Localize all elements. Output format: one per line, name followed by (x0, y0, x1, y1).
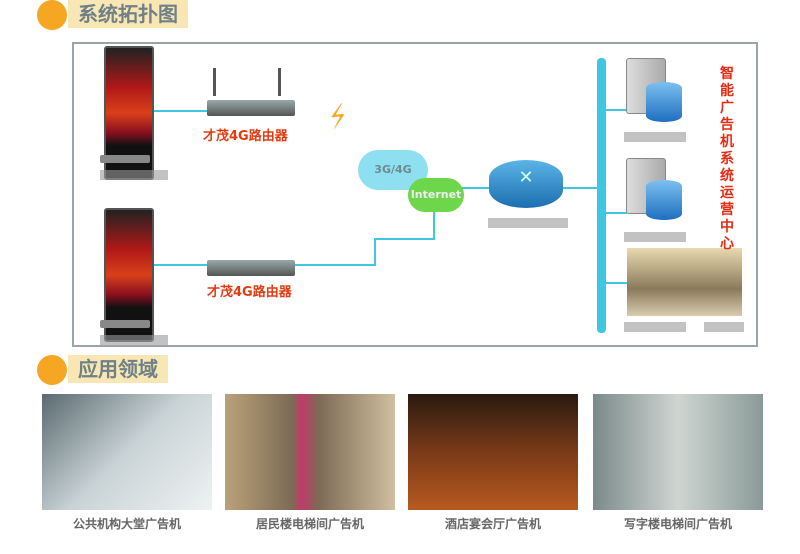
caption-residential-elevator: 居民楼电梯间广告机 (255, 517, 364, 531)
topology-diagram (72, 42, 758, 347)
blurred-label (488, 218, 568, 228)
link-line (433, 200, 435, 240)
blurred-label (624, 322, 686, 332)
link-line (605, 212, 627, 214)
database-icon (646, 180, 682, 220)
section-title-applications: 应用领域 (68, 355, 168, 383)
database-icon (646, 82, 682, 122)
router-icon (207, 260, 295, 276)
link-line (374, 238, 434, 240)
operations-center-title: 智能广告机系统运营中心 (720, 66, 734, 252)
blurred-label (100, 335, 168, 345)
link-line (374, 238, 376, 266)
blurred-label (624, 232, 686, 242)
blurred-label (100, 170, 168, 180)
photo-office-elevator (593, 394, 763, 510)
control-room-photo (627, 248, 742, 316)
antenna (213, 68, 216, 96)
photo-public-lobby (42, 394, 212, 510)
kiosk-base (100, 320, 150, 328)
bus-line (597, 58, 606, 333)
ad-kiosk-icon (104, 208, 154, 342)
photo-hotel-banquet (408, 394, 578, 510)
blurred-label (704, 322, 744, 332)
section-title-topology: 系统拓扑图 (68, 0, 188, 28)
header-dot-icon (37, 355, 67, 385)
caption-hotel-banquet: 酒店宴会厅广告机 (444, 517, 541, 531)
caption-office-elevator: 写字楼电梯间广告机 (623, 517, 732, 531)
kiosk-base (100, 155, 150, 163)
link-line (605, 109, 627, 111)
header-dot-icon (37, 0, 67, 30)
router-label: 才茂4G路由器 (203, 129, 288, 144)
link-line (605, 282, 627, 284)
caption-public-lobby: 公共机构大堂广告机 (72, 517, 181, 531)
core-router-icon: ✕ (489, 160, 563, 208)
router-icon (207, 100, 295, 116)
antenna (278, 68, 281, 96)
link-line (150, 110, 210, 112)
blurred-label (624, 132, 686, 142)
photo-residential-elevator (225, 394, 395, 510)
router-label: 才茂4G路由器 (207, 285, 292, 300)
cloud-internet: Internet (408, 178, 464, 212)
